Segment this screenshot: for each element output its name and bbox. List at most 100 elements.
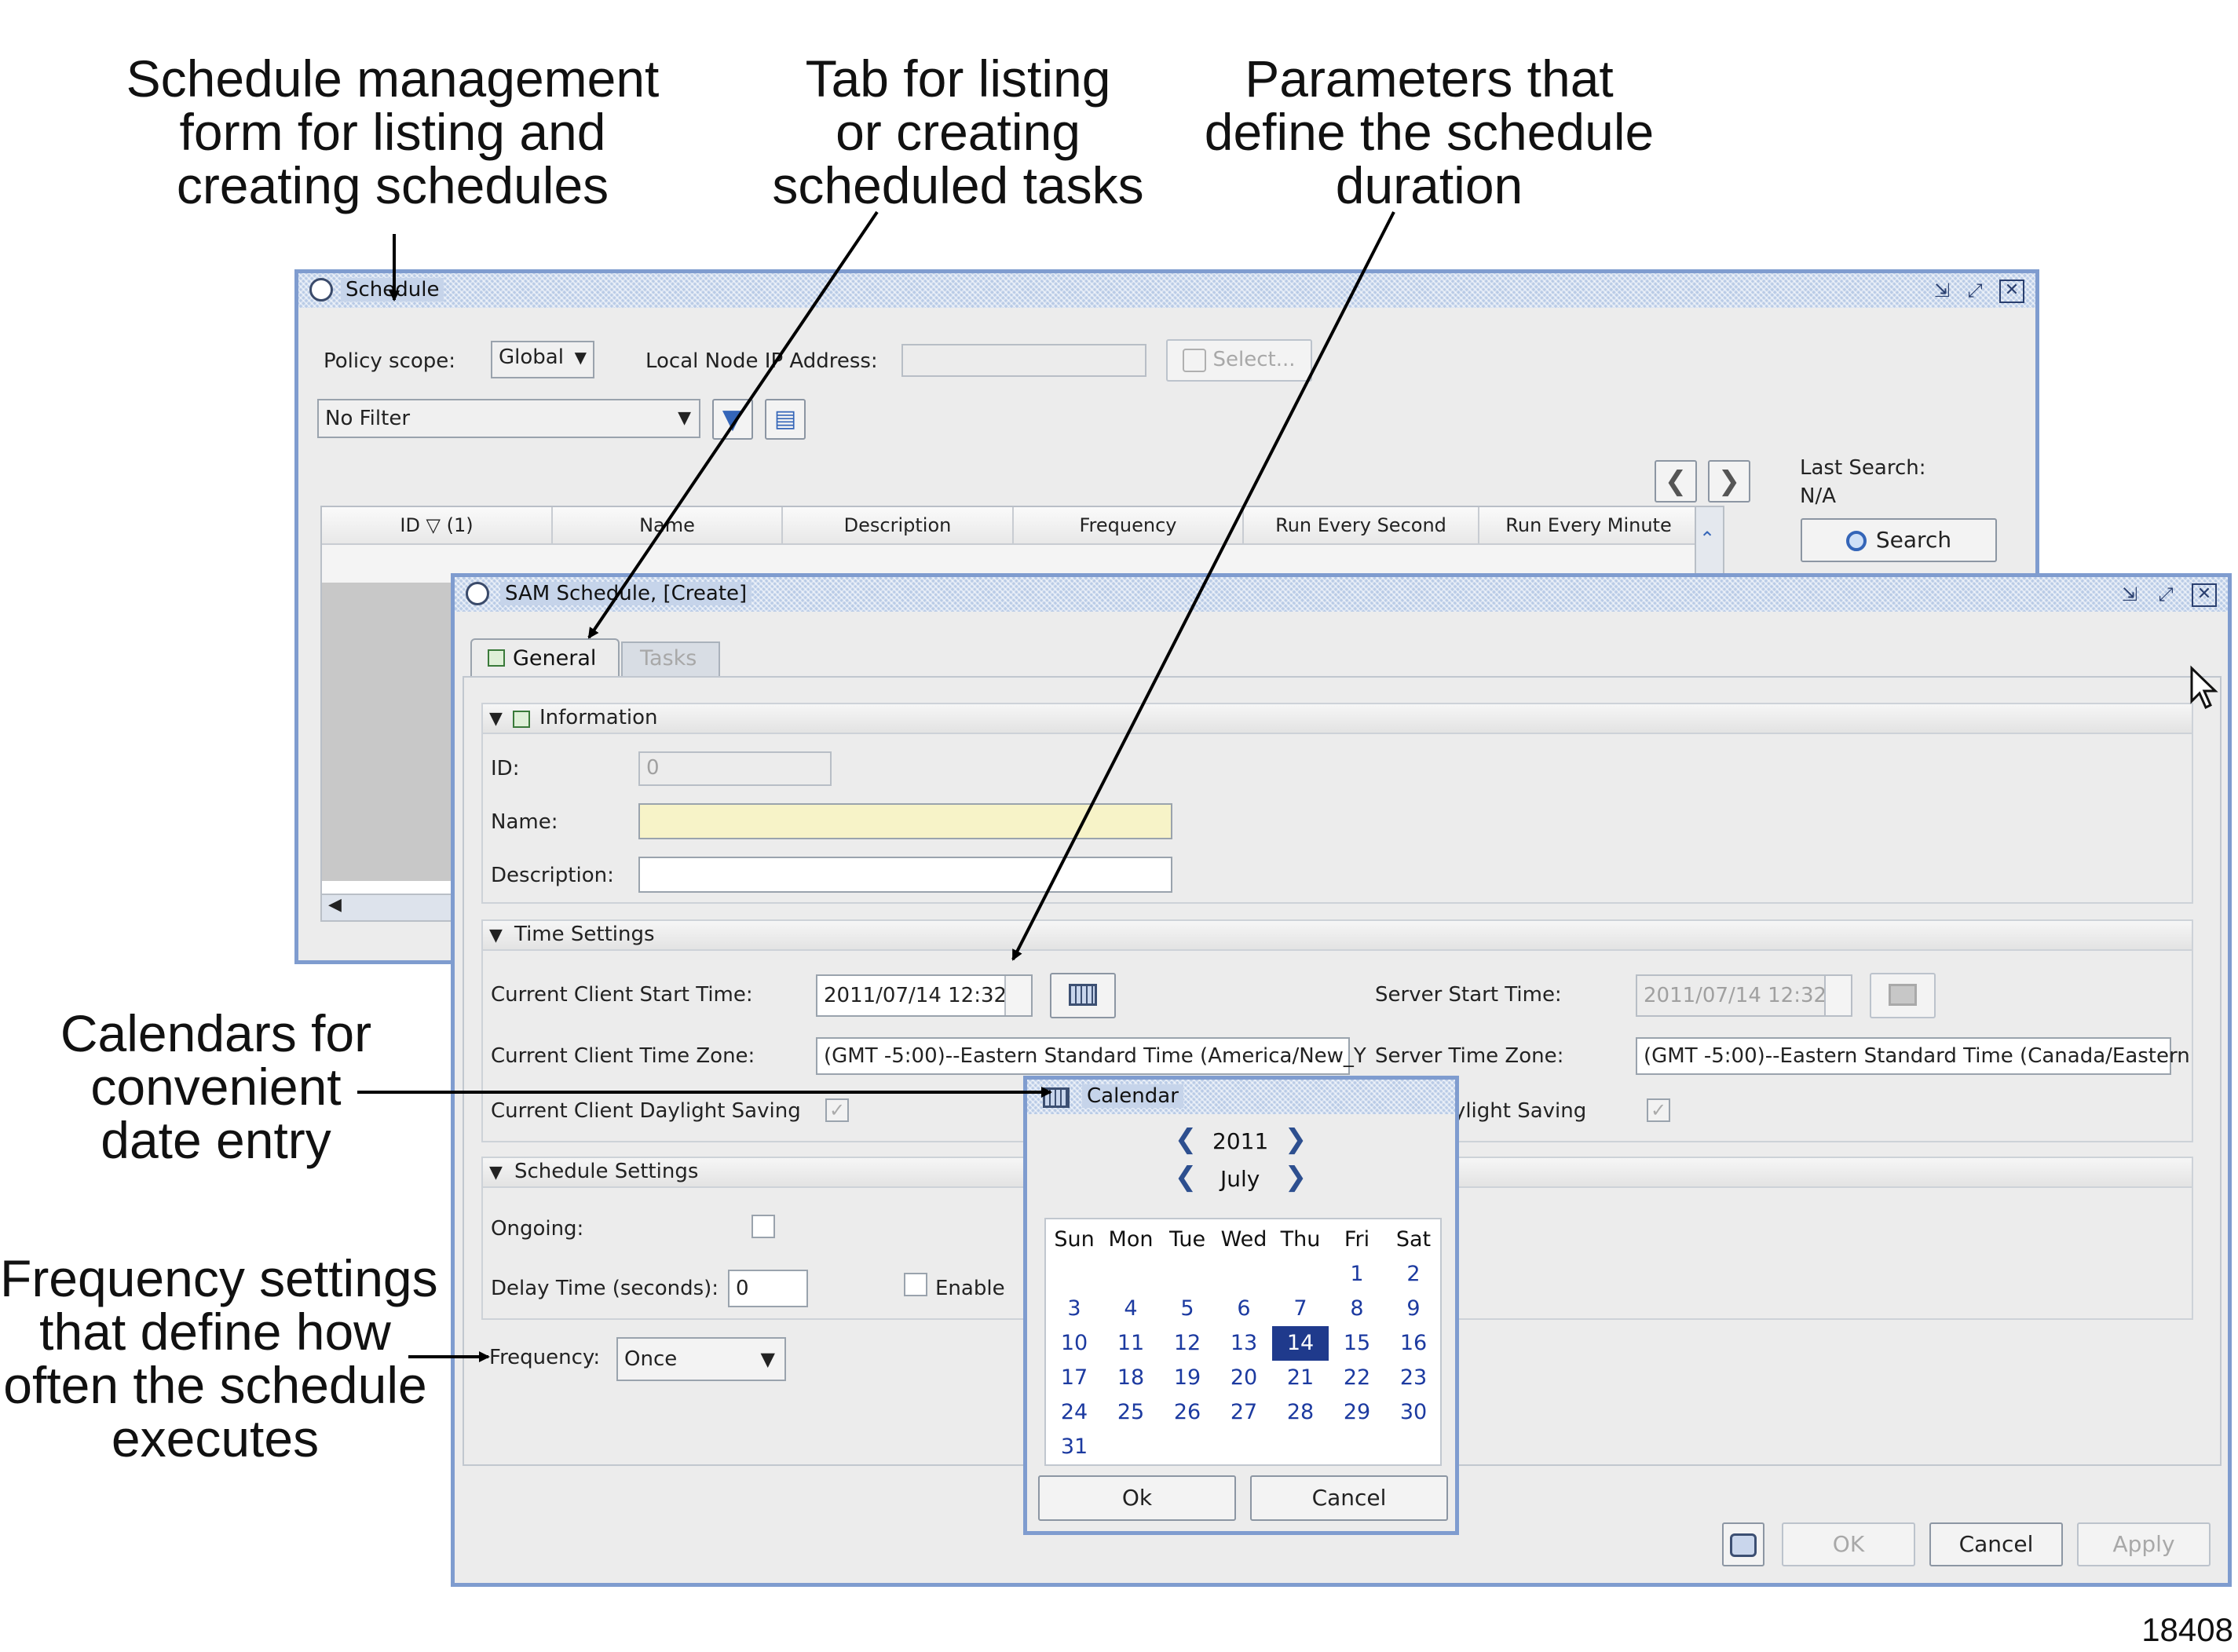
time-spinner[interactable] xyxy=(1004,976,1031,1015)
calendar-day[interactable]: 29 xyxy=(1343,1400,1371,1424)
calendar-cancel-button[interactable]: Cancel xyxy=(1250,1475,1448,1521)
column-header-frequency[interactable]: Frequency xyxy=(1014,507,1244,543)
prev-month-button[interactable]: ❮ xyxy=(1174,1161,1198,1193)
calendar-day[interactable]: 8 xyxy=(1350,1296,1364,1321)
time-settings-header[interactable]: ▼ Time Settings xyxy=(483,921,2192,951)
calendar-day[interactable]: 5 xyxy=(1180,1296,1194,1321)
window-title: SAM Schedule, [Create] xyxy=(500,582,752,605)
calendar-day[interactable]: 16 xyxy=(1399,1331,1428,1355)
chevron-left-icon: ❮ xyxy=(1664,466,1688,497)
calendar-day[interactable]: 30 xyxy=(1399,1400,1428,1424)
last-search-label: Last Search: xyxy=(1800,456,1926,480)
select-icon xyxy=(1183,348,1207,372)
calendar-day[interactable]: 12 xyxy=(1173,1331,1201,1355)
maximize-icon[interactable]: ⤢ xyxy=(1967,280,1983,302)
calendar-day[interactable]: 15 xyxy=(1343,1331,1371,1355)
enable-checkbox[interactable] xyxy=(904,1273,927,1296)
prev-year-button[interactable]: ❮ xyxy=(1174,1124,1198,1155)
information-header[interactable]: ▼ Information xyxy=(483,704,2192,734)
scroll-up-button[interactable]: ⌃ xyxy=(1695,507,1723,583)
calendar-day[interactable]: 20 xyxy=(1230,1365,1258,1390)
next-year-button[interactable]: ❯ xyxy=(1284,1124,1307,1155)
local-node-input[interactable] xyxy=(901,344,1146,377)
calendar-day[interactable]: 21 xyxy=(1286,1365,1315,1390)
close-icon[interactable]: ✕ xyxy=(2192,583,2217,607)
column-header-run-every-second[interactable]: Run Every Second xyxy=(1244,507,1479,543)
calendar-day[interactable]: 4 xyxy=(1124,1296,1138,1321)
id-field[interactable]: 0 xyxy=(638,751,832,786)
column-header-description[interactable]: Description xyxy=(783,507,1014,543)
binoculars-button[interactable] xyxy=(1722,1522,1764,1566)
calendar-day[interactable]: 2 xyxy=(1406,1262,1421,1286)
delay-field[interactable]: 0 xyxy=(728,1270,808,1307)
calendar-day[interactable]: 9 xyxy=(1406,1296,1421,1321)
maximize-icon[interactable]: ⤢ xyxy=(2158,583,2174,605)
callout-line: scheduled tasks xyxy=(772,156,1144,214)
client-tz-field[interactable]: (GMT -5:00)--Eastern Standard Time (Amer… xyxy=(816,1037,1366,1075)
name-field[interactable] xyxy=(638,803,1172,839)
calendar-day-selected[interactable]: 14 xyxy=(1272,1326,1329,1361)
search-button[interactable]: Search xyxy=(1801,518,1997,562)
server-tz-field[interactable]: (GMT -5:00)--Eastern Standard Time (Cana… xyxy=(1636,1037,2190,1075)
frequency-dropdown[interactable]: Once ▼ xyxy=(616,1337,786,1381)
calendar-day[interactable]: 7 xyxy=(1293,1296,1307,1321)
collapse-triangle-icon: ▼ xyxy=(489,1163,503,1182)
policy-scope-dropdown[interactable]: Global ▼ xyxy=(491,341,594,378)
calendar-day[interactable]: 22 xyxy=(1343,1365,1371,1390)
calendar-day[interactable]: 18 xyxy=(1117,1365,1145,1390)
server-dst-checkbox[interactable]: ✓ xyxy=(1647,1098,1670,1122)
calendar-day[interactable]: 25 xyxy=(1117,1400,1145,1424)
restore-icon[interactable]: ⇲ xyxy=(1933,280,1951,302)
create-titlebar[interactable]: SAM Schedule, [Create] ⇲ ⤢ ✕ xyxy=(455,577,2228,612)
apply-button[interactable]: Apply xyxy=(2077,1522,2211,1566)
calendar-day[interactable]: 31 xyxy=(1060,1435,1088,1459)
column-header-id[interactable]: ID ▽ (1) xyxy=(322,507,553,543)
calendar-day[interactable]: 6 xyxy=(1237,1296,1251,1321)
horizontal-scrollbar[interactable]: ◀ xyxy=(322,894,455,920)
previous-page-button[interactable]: ❮ xyxy=(1655,460,1697,503)
calendar-day[interactable]: 23 xyxy=(1399,1365,1428,1390)
description-field[interactable] xyxy=(638,857,1172,893)
calendar-day[interactable]: 28 xyxy=(1286,1400,1315,1424)
calendar-day[interactable]: 3 xyxy=(1067,1296,1081,1321)
enable-label: Enable xyxy=(935,1277,1005,1300)
callout-line: or creating xyxy=(836,103,1081,161)
client-dst-checkbox[interactable]: ✓ xyxy=(825,1098,849,1122)
next-page-button[interactable]: ❯ xyxy=(1708,460,1750,503)
calendar-day[interactable]: 13 xyxy=(1230,1331,1258,1355)
calendar-day[interactable]: 17 xyxy=(1060,1365,1088,1390)
collapse-triangle-icon: ▼ xyxy=(489,709,503,729)
restore-icon[interactable]: ⇲ xyxy=(2121,583,2138,605)
calendar-day[interactable]: 1 xyxy=(1350,1262,1364,1286)
column-header-run-every-minute[interactable]: Run Every Minute xyxy=(1479,507,1699,543)
time-spinner[interactable] xyxy=(1824,976,1851,1015)
schedule-titlebar[interactable]: Schedule ⇲ ⤢ ✕ xyxy=(298,273,2035,308)
cancel-button[interactable]: Cancel xyxy=(1929,1522,2063,1566)
calendar-ok-button[interactable]: Ok xyxy=(1038,1475,1236,1521)
ongoing-checkbox[interactable] xyxy=(751,1215,775,1238)
ok-button[interactable]: OK xyxy=(1782,1522,1915,1566)
tab-general[interactable]: General xyxy=(470,638,620,678)
calendar-day[interactable]: 27 xyxy=(1230,1400,1258,1424)
filter-edit-button[interactable]: ▤ xyxy=(765,399,806,440)
next-month-button[interactable]: ❯ xyxy=(1284,1161,1307,1193)
filter-dropdown[interactable]: No Filter ▼ xyxy=(317,399,700,438)
tab-tasks[interactable]: Tasks xyxy=(621,641,720,676)
calendar-titlebar[interactable]: Calendar xyxy=(1027,1080,1455,1114)
select-button[interactable]: Select... xyxy=(1166,339,1312,382)
column-header-name[interactable]: Name xyxy=(553,507,783,543)
server-start-field[interactable]: 2011/07/14 12:32 xyxy=(1636,974,1852,1017)
client-start-field[interactable]: 2011/07/14 12:32 xyxy=(816,974,1033,1017)
calendar-day[interactable]: 19 xyxy=(1173,1365,1201,1390)
weekday-header: Wed xyxy=(1220,1227,1267,1252)
calendar-day[interactable]: 11 xyxy=(1117,1331,1145,1355)
client-calendar-button[interactable] xyxy=(1050,973,1116,1018)
calendar-day[interactable]: 26 xyxy=(1173,1400,1201,1424)
server-calendar-button[interactable] xyxy=(1870,973,1936,1018)
binoculars-icon xyxy=(1730,1533,1757,1557)
filter-button[interactable]: ▼ xyxy=(712,399,753,440)
name-label: Name: xyxy=(491,810,558,834)
calendar-day[interactable]: 10 xyxy=(1060,1331,1088,1355)
close-icon[interactable]: ✕ xyxy=(1999,280,2024,303)
calendar-day[interactable]: 24 xyxy=(1060,1400,1088,1424)
